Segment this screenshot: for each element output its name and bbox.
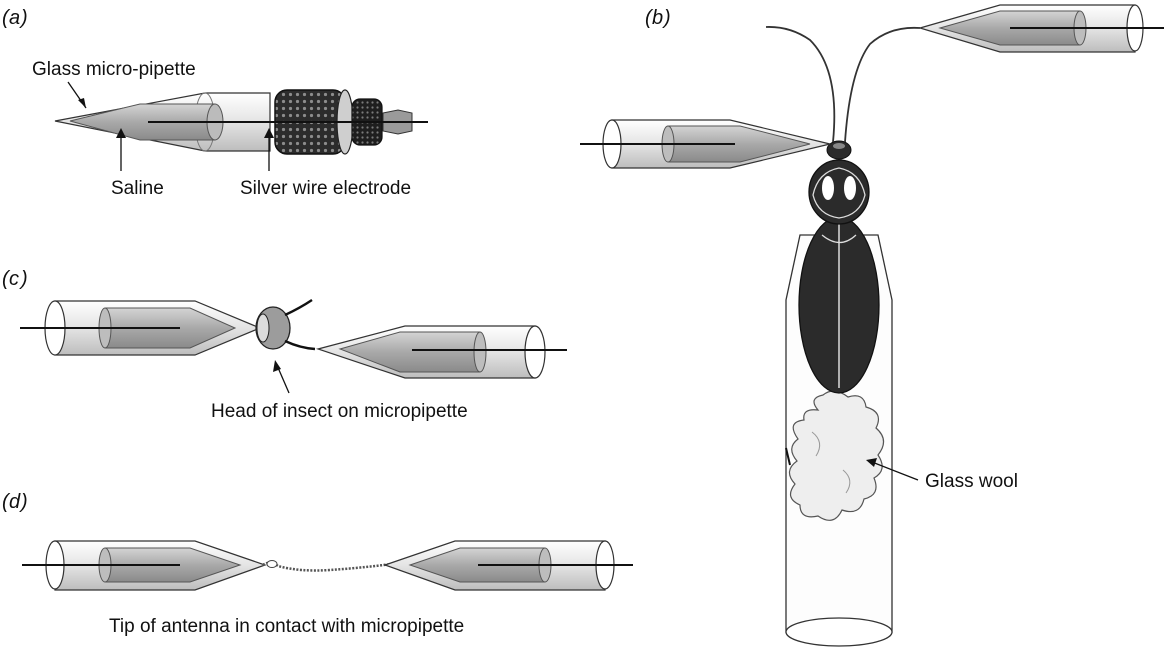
pipette-d-right <box>383 540 633 591</box>
pipette-c-left <box>20 300 262 356</box>
insect-thorax-ring <box>812 167 866 219</box>
antenna-c-lower <box>284 339 316 351</box>
insect-head-highlight <box>833 143 845 149</box>
pipette-c-right-opening <box>524 325 546 379</box>
panel-c: ( c ) Head of insect on micropipette <box>2 268 567 422</box>
pipette-c-right <box>315 325 567 379</box>
insect-thorax <box>808 159 870 225</box>
antenna-b-right <box>844 26 921 143</box>
label-glass-wool: Glass wool <box>925 471 1018 492</box>
pipette-c-right-saline-end <box>473 331 487 373</box>
label-tip-of-antenna: Tip of antenna in contact with micropipe… <box>109 616 464 637</box>
panel-c-letter-open: ( <box>2 268 11 290</box>
insect-body <box>798 140 880 394</box>
panel-b-letter-open: ( <box>645 7 654 29</box>
arrow-wool-head <box>866 458 877 467</box>
arrow-wire-head <box>264 128 274 138</box>
pipette-b-right <box>917 4 1164 53</box>
panel-b: ( b ) <box>580 4 1164 647</box>
panel-d-letter-open: ( <box>2 491 11 513</box>
label-saline: Saline <box>111 178 164 199</box>
pipette-a <box>54 89 428 155</box>
panel-d-letter-close: ) <box>19 491 28 513</box>
panel-b-letter-close: ) <box>662 7 671 29</box>
antenna-d <box>262 561 393 572</box>
panel-a-letter-close: ) <box>19 7 28 29</box>
pipette-d-left <box>22 540 267 591</box>
insect-wing-base <box>821 234 857 244</box>
arrow-head-tip <box>273 360 281 372</box>
insect-head-c <box>255 299 316 351</box>
insect-head-neck <box>256 313 270 343</box>
panel-c-letter-close: ) <box>19 268 28 290</box>
antenna-c-upper <box>284 299 313 317</box>
glass-wool-edge <box>785 447 791 466</box>
panel-b-letter: b <box>652 7 663 29</box>
glass-wool-fold-2 <box>842 469 851 494</box>
holding-tube-opening <box>785 617 893 647</box>
panel-d: ( d ) Tip of antenna in contact with mic… <box>2 491 633 637</box>
pipette-b-left <box>580 119 831 169</box>
arrow-pipette-head <box>78 98 86 108</box>
panel-c-letter: c <box>9 268 19 290</box>
label-head-of-insect: Head of insect on micropipette <box>211 401 468 422</box>
label-glass-micropipette: Glass micro-pipette <box>32 59 196 80</box>
insect-head-b <box>826 140 852 160</box>
glass-wool-fold-1 <box>811 431 821 457</box>
panel-a: ( a ) Glass micro-pipette Saline Silver … <box>2 7 428 199</box>
insect-eye-right <box>844 176 856 200</box>
panel-a-letter: a <box>9 7 20 29</box>
arrow-saline-head <box>116 128 126 138</box>
antenna-d-tip <box>266 560 278 568</box>
panel-d-letter: d <box>9 491 21 513</box>
arrow-wool-line <box>871 461 919 481</box>
label-silver-wire: Silver wire electrode <box>240 178 411 199</box>
insect-eye-left <box>822 176 834 200</box>
glass-wool <box>788 390 885 521</box>
antenna-b-left <box>765 26 836 143</box>
panel-a-letter-open: ( <box>2 7 11 29</box>
